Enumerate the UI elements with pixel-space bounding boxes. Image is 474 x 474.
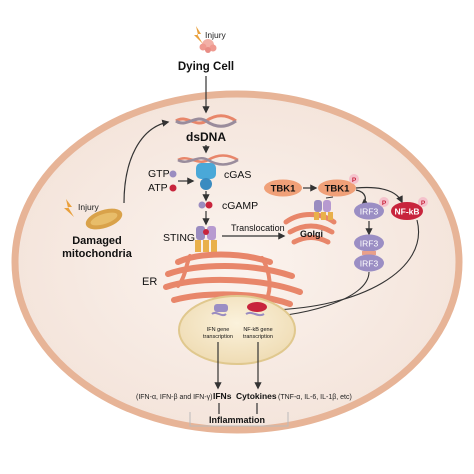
phospho-label-nfkb: P [421,200,426,207]
endoplasmic-reticulum [163,251,303,307]
phospho-badge-tbk1 [349,174,359,184]
translocation-label: Translocation [231,223,285,233]
phospho-badge-irf3 [379,197,389,207]
nfkb-gene-label-1: NF-kB gene [243,327,272,333]
tbk1-label-right: TBK1 [325,184,351,195]
irf3-label-dimer-bottom: IRF3 [360,259,379,269]
irf3-label-dimer-top: IRF3 [360,239,379,249]
injury-label-left: Injury [78,202,100,212]
mitochondria-icon [85,208,123,230]
tbk1-label-left: TBK1 [271,184,297,195]
tbk1-active [318,179,356,197]
er-label: ER [142,276,157,288]
irf3-dimer-bottom [354,254,384,272]
phospho-label-tbk1: P [352,177,357,184]
nfkb-label: NF-kB [394,207,419,217]
ifn-gene-label-1: IFN gene [207,327,230,333]
cgamp-molecule [198,201,213,209]
irf3-dimer-top [354,234,384,252]
nucleus-dna-right [245,302,267,317]
phospho-badge-nfkb [418,197,428,207]
cell-membrane [11,90,463,434]
ifn-gene-label-2: transcription [203,334,233,340]
dsdna-helix [175,114,237,128]
atp-label: ATP [148,182,168,194]
nucleus-dna-left [211,304,228,317]
ifn-list-label: (IFN-α, IFN-β and IFN-γ) [136,394,213,401]
nfkb-gene-label-2: transcription [243,334,273,340]
irf3-dimer-link [362,251,376,255]
injury-icon-top [194,26,217,53]
cgamp-label: cGAMP [222,200,258,212]
cgas-label: cGAS [224,169,251,181]
nfkb-node [391,202,423,220]
irf3-top [354,202,384,220]
injury-label-top: Injury [205,30,227,40]
dsdna-label: dsDNA [186,130,226,144]
ifns-label: IFNs [213,391,232,401]
cytokine-list-label: (TNF-α, IL-6, IL-1β, etc) [278,394,352,401]
irf3-label-top: IRF3 [360,207,379,217]
mitochondria-label: mitochondria [62,248,133,260]
atp-molecule [169,184,177,192]
link-golgi-tbk1 [325,196,334,199]
damaged-label: Damaged [72,235,122,247]
nucleus [178,295,296,365]
arrow-nfkb-to-nucleus [268,219,420,314]
tbk1-inactive [264,179,302,197]
inflammation-bracket [189,412,289,427]
gtp-label: GTP [148,168,170,180]
golgi-label: Golgi [300,229,323,239]
arrow-mito-dsdna [123,119,170,204]
gtp-molecule [169,170,177,178]
inflammation-label: Inflammation [209,415,265,425]
sting-label: STING [163,232,195,244]
arrow-tbk1-nfkb [355,186,403,204]
cgas-dna-complex [177,154,239,190]
cytokines-label: Cytokines [236,391,277,401]
golgi-apparatus [283,200,337,245]
injury-icon-left [64,199,74,217]
phospho-label-irf3: P [382,200,387,207]
dying-cell-label: Dying Cell [178,61,234,73]
sting-dimer [195,226,217,252]
